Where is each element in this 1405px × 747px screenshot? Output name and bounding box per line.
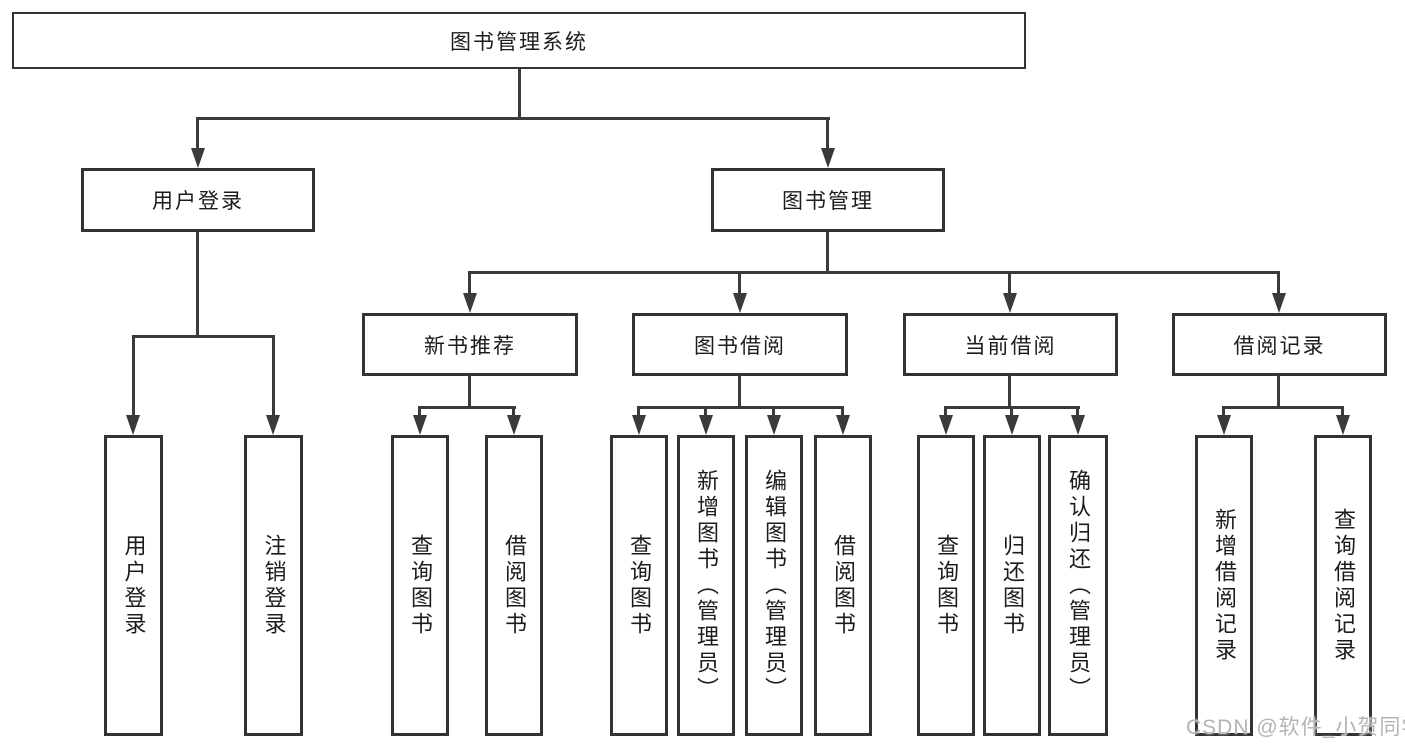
arrow-down-icon: [1217, 415, 1231, 435]
leaf-logout-label: 注销登录: [261, 533, 287, 638]
leaf-confirm-return-admin: 确认归还（管理员）: [1048, 435, 1108, 736]
connector-borrowing-stem: [738, 375, 741, 409]
leaf-query-books-current-label: 查询图书: [934, 533, 959, 638]
leaf-logout: 注销登录: [244, 435, 303, 736]
connector-user-login-branch: [132, 335, 275, 338]
node-root: 图书管理系统: [12, 12, 1026, 69]
leaf-query-borrow-record-label: 查询借阅记录: [1331, 507, 1356, 664]
connector-stem-leaf-user-login: [132, 335, 135, 417]
leaf-borrow-books-label: 借阅图书: [831, 533, 856, 638]
leaf-borrow-books-recommend-label: 借阅图书: [502, 533, 527, 638]
connector-stem-leaf: [704, 406, 707, 417]
node-current-borrowing-label: 当前借阅: [964, 334, 1057, 358]
node-user-login-label: 用户登录: [152, 190, 244, 213]
connector-recommendation-stem: [468, 375, 471, 409]
node-book-management-label: 图书管理: [782, 190, 874, 213]
watermark: CSDN @软件_小贺同学: [1186, 716, 1405, 739]
node-book-borrowing-label: 图书借阅: [694, 334, 786, 358]
connector-stem-leaf: [1010, 406, 1013, 417]
arrow-down-icon: [463, 293, 477, 313]
arrow-down-icon: [632, 415, 646, 435]
arrow-down-icon: [821, 148, 835, 168]
connector-stem-new-book-recommendation: [468, 271, 471, 295]
arrow-down-icon: [836, 415, 850, 435]
arrow-down-icon: [1003, 293, 1017, 313]
connector-stem-book-borrowing: [738, 271, 741, 295]
node-book-management: 图书管理: [711, 168, 945, 232]
leaf-query-books-current: 查询图书: [917, 435, 975, 736]
connector-stem-leaf-logout: [272, 335, 275, 417]
node-book-borrowing: 图书借阅: [632, 313, 848, 376]
connector-recommendation-branch: [418, 406, 516, 409]
arrow-down-icon: [733, 293, 747, 313]
arrow-down-icon: [1071, 415, 1085, 435]
connector-stem-leaf: [1222, 406, 1225, 417]
node-current-borrowing: 当前借阅: [903, 313, 1118, 376]
arrow-down-icon: [507, 415, 521, 435]
connector-records-branch: [1222, 406, 1344, 409]
connector-book-management-branch: [470, 271, 1280, 274]
leaf-borrow-books-recommend: 借阅图书: [485, 435, 543, 736]
connector-stem-leaf: [944, 406, 947, 417]
leaf-borrow-books: 借阅图书: [814, 435, 872, 736]
leaf-edit-books-admin-label: 编辑图书（管理员）: [762, 468, 787, 703]
leaf-add-borrow-record-label: 新增借阅记录: [1212, 507, 1237, 664]
leaf-return-books-label: 归还图书: [1000, 533, 1025, 638]
arrow-down-icon: [1005, 415, 1019, 435]
connector-borrowing-branch: [637, 406, 844, 409]
connector-stem-borrowing-records: [1277, 271, 1280, 295]
leaf-query-books-borrow-label: 查询图书: [627, 533, 652, 638]
node-borrowing-records: 借阅记录: [1172, 313, 1387, 376]
leaf-confirm-return-admin-label: 确认归还（管理员）: [1066, 468, 1091, 703]
arrow-down-icon: [1272, 293, 1286, 313]
connector-stem-leaf: [512, 406, 515, 417]
node-root-label: 图书管理系统: [450, 30, 588, 54]
leaf-return-books: 归还图书: [983, 435, 1041, 736]
connector-root-branch: [196, 117, 830, 120]
connector-stem-leaf: [1341, 406, 1344, 417]
arrow-down-icon: [413, 415, 427, 435]
arrow-down-icon: [767, 415, 781, 435]
leaf-add-books-admin: 新增图书（管理员）: [677, 435, 735, 736]
connector-stem-leaf: [418, 406, 421, 417]
connector-stem-user-login: [196, 117, 199, 150]
connector-stem-leaf: [637, 406, 640, 417]
leaf-query-books-recommend: 查询图书: [391, 435, 449, 736]
node-user-login: 用户登录: [81, 168, 315, 232]
leaf-query-books-recommend-label: 查询图书: [408, 533, 433, 638]
connector-book-management-stem: [826, 232, 829, 274]
leaf-edit-books-admin: 编辑图书（管理员）: [745, 435, 803, 736]
leaf-user-login-label: 用户登录: [121, 533, 147, 638]
node-borrowing-records-label: 借阅记录: [1233, 334, 1326, 358]
connector-user-login-stem: [196, 232, 199, 338]
arrow-down-icon: [699, 415, 713, 435]
connector-root-stem: [518, 68, 521, 118]
arrow-down-icon: [939, 415, 953, 435]
arrow-down-icon: [266, 415, 280, 435]
leaf-query-borrow-record: 查询借阅记录: [1314, 435, 1372, 736]
connector-records-stem: [1277, 375, 1280, 409]
arrow-down-icon: [1336, 415, 1350, 435]
arrow-down-icon: [126, 415, 140, 435]
leaf-add-books-admin-label: 新增图书（管理员）: [694, 468, 719, 703]
arrow-down-icon: [191, 148, 205, 168]
node-new-book-recommendation-label: 新书推荐: [424, 334, 516, 358]
connector-stem-book-management: [826, 117, 829, 150]
connector-stem-leaf: [1076, 406, 1079, 417]
connector-stem-leaf: [772, 406, 775, 417]
leaf-add-borrow-record: 新增借阅记录: [1195, 435, 1253, 736]
leaf-user-login: 用户登录: [104, 435, 163, 736]
node-new-book-recommendation: 新书推荐: [362, 313, 578, 376]
connector-stem-current-borrowing: [1008, 271, 1011, 295]
connector-current-stem: [1008, 375, 1011, 409]
leaf-query-books-borrow: 查询图书: [610, 435, 668, 736]
connector-stem-leaf: [841, 406, 844, 417]
